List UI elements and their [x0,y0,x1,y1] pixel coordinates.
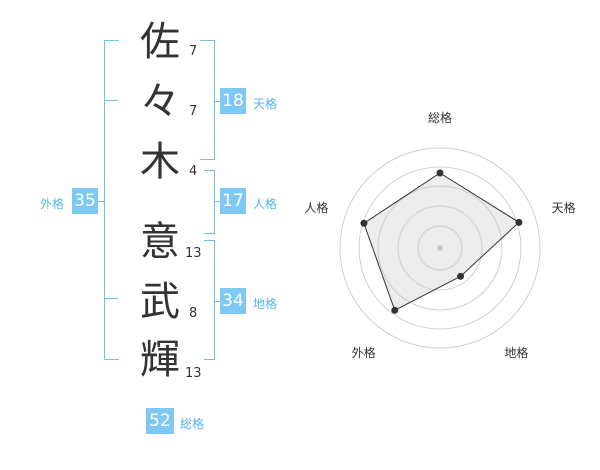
stroke-count-2: 7 [189,104,198,119]
stroke-count-1: 7 [189,44,198,59]
jinkaku-badge: 17 [220,188,246,214]
chikaku-label: 地格 [253,297,278,311]
gaikaku-tick [104,298,118,299]
radar-axis-label: 地格 [504,345,528,360]
stroke-count-3: 4 [189,164,198,179]
radar-ring-2 [397,205,483,291]
radar-point-5 [360,219,368,227]
gaikaku-connector [98,201,104,202]
radar-axis-label: 天格 [552,200,576,215]
tenkaku-badge: 18 [220,88,246,114]
tenkaku-label: 天格 [253,97,278,111]
soukaku-badge: 52 [146,408,174,434]
name-char-5: 武 [140,279,180,325]
tenkaku-bracket [200,40,215,160]
radar-point-4 [391,306,399,314]
radar-area [360,169,523,314]
jinkaku-connector [214,201,220,202]
jinkaku-bracket [204,170,215,234]
radar-axis-label: 人格 [304,200,328,215]
radar-point-3 [457,272,465,280]
soukaku-label: 総格 [180,417,205,431]
gaikaku-label: 外格 [40,197,65,211]
radar-ring-1 [417,225,463,271]
name-char-1: 佐 [140,19,180,65]
stroke-count-6: 13 [185,366,202,381]
name-char-2: 々 [140,79,180,125]
gaikaku-tick [104,100,118,101]
name-char-3: 木 [140,139,180,185]
radar-point-2 [515,218,523,226]
stroke-count-4: 13 [185,246,202,261]
gaikaku-badge: 35 [72,188,98,214]
radar-center-dot [437,245,443,251]
radar-grid [339,147,541,349]
chikaku-bracket [204,240,215,360]
jinkaku-label: 人格 [253,197,278,211]
chikaku-badge: 34 [220,288,246,314]
gaikaku-bracket [104,40,119,360]
chikaku-connector [214,301,220,302]
radar-ring-3 [377,185,503,311]
name-char-4: 意 [140,219,180,265]
radar-point-1 [436,169,444,177]
name-char-6: 輝 [140,337,180,383]
radar-ring-4 [358,166,522,330]
radar-axis-label: 外格 [352,345,376,360]
tenkaku-connector [214,101,220,102]
stroke-count-5: 8 [189,306,198,321]
radar-ring-5 [339,147,541,349]
radar-polygon [363,172,520,312]
radar-axis-label: 総格 [428,110,452,125]
